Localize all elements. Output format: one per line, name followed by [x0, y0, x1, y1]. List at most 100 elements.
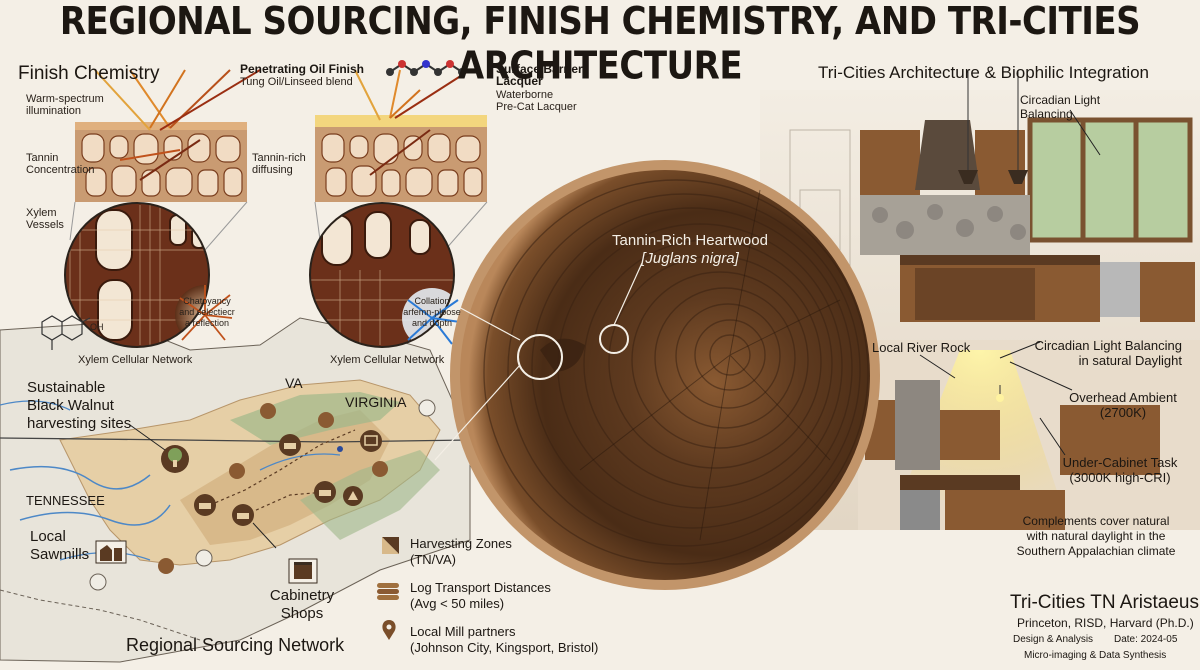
- warm-light-label-line1: Warm-spectrum: [26, 93, 104, 105]
- tannin-diffusing-line2: diffusing: [252, 164, 293, 176]
- warm-light-label-line2: illumination: [26, 105, 82, 117]
- heartwood-label-line2: [Juglans nigra]: [641, 250, 739, 267]
- ambient-line2: (2700K): [1099, 405, 1147, 420]
- legend-mills-line1: Local Mill partners: [410, 624, 516, 639]
- sawmills-label: Local Sawmills: [30, 528, 89, 564]
- cabinetry-line2: Shops: [280, 605, 324, 622]
- daylight-line2: in satural Daylight: [1078, 353, 1182, 368]
- collation-line3: and doptn: [411, 318, 453, 328]
- collation-line2: arfemn-ploose: [403, 307, 461, 317]
- map-pin-icon: [318, 412, 334, 428]
- complements-line2: with natural daylight in the: [1026, 529, 1166, 543]
- collation-line1: Collation: [414, 296, 450, 306]
- cabinetry-label: Cabinetry Shops: [262, 587, 342, 623]
- chatoyancy-label: Chatoyancy and selectiecr a reflection: [172, 296, 242, 329]
- map-pin-icon: [418, 399, 436, 417]
- legend-item-transport: Log Transport Distances (Avg < 50 miles): [410, 580, 598, 612]
- harvest-site-icon: [161, 445, 189, 473]
- circadian-line2: Balancing: [1020, 107, 1073, 121]
- cabinetry-line1: Cabinetry: [269, 587, 335, 604]
- map-footer: Regional Sourcing Network: [126, 635, 345, 655]
- daylight-label: Circadian Light Balancing in satural Day…: [1000, 338, 1182, 368]
- task-line2: (3000K high-CRI): [1069, 470, 1171, 485]
- legend-mills-line2: (Johnson City, Kingsport, Bristol): [410, 640, 599, 655]
- task-label: Under-Cabinet Task (3000K high-CRI): [1050, 455, 1190, 485]
- complements-line1: Complements cover natural: [1022, 514, 1170, 528]
- harvest-sites-line2: Black Walnut: [27, 397, 114, 414]
- finish-heading: Finish Chemistry: [18, 63, 160, 84]
- legend-transport-line1: Log Transport Distances: [410, 580, 551, 595]
- legend-item-mills: Local Mill partners (Johnson City, Kings…: [410, 624, 598, 656]
- complements-line3: Southern Appalachian climate: [1016, 544, 1176, 558]
- lacquer-cross-section: [315, 115, 487, 202]
- walnut-cross-section: [434, 160, 880, 590]
- lacquer-title-line2: Lacquer: [496, 74, 543, 88]
- harvest-sites-line1: Sustainable: [27, 379, 106, 396]
- credits-name: Tri-Cities TN Aristaeus: [1010, 592, 1199, 613]
- river-rock-label: Local River Rock: [872, 340, 971, 355]
- legend-item-harvest: Harvesting Zones (TN/VA): [410, 536, 598, 568]
- map-pin-icon: [229, 463, 245, 479]
- cabinet-shop-icon: [360, 430, 382, 452]
- legend-harvest-line2: (TN/VA): [410, 552, 456, 567]
- harvest-sites-label: Sustainable Black Walnut harvesting site…: [27, 379, 131, 433]
- lacquer-subtitle-line2: Pre-Cat Lacquer: [496, 101, 577, 113]
- lacquer-subtitle-line1: Waterborne: [496, 89, 554, 101]
- map-pin-icon: [158, 558, 174, 574]
- oil-finish-cross-section: [75, 122, 247, 202]
- map-label-virginia: VIRGINIA: [345, 394, 407, 410]
- credits-schools: Princeton, RISD, Harvard (Ph.D.): [1017, 616, 1194, 630]
- chatoyancy-line1: Chatoyancy: [183, 296, 231, 306]
- mill-partner-icon: [343, 486, 363, 506]
- page-title: REGIONAL SOURCING, FINISH CHEMISTRY, AND…: [59, 0, 1141, 89]
- credits-role: Design & Analysis: [1013, 634, 1094, 645]
- ambient-line1: Overhead Ambient: [1069, 390, 1177, 405]
- tannin-concentration-line2: Concentration: [26, 164, 95, 176]
- light-scatter-arrows: [407, 299, 461, 345]
- harvest-zone-swatch: [382, 537, 399, 554]
- xylem-network-left: Xylem Cellular Network: [78, 354, 193, 366]
- legend-harvest-line1: Harvesting Zones: [410, 536, 512, 551]
- log-icon: [377, 583, 399, 600]
- kitchen-callouts: [919, 109, 1101, 456]
- circadian-label: Circadian Light Balancing: [1020, 93, 1100, 121]
- map-pin-icon: [195, 549, 213, 567]
- map-label-tennessee: TENNESSEE: [26, 493, 105, 508]
- map-pin-icon: [372, 461, 388, 477]
- sawmill-icon: [194, 494, 216, 516]
- light-ray-arrows: [94, 69, 471, 181]
- map-pin-icon: [260, 403, 276, 419]
- log-transport-icon: [337, 446, 343, 452]
- sawmills-line2: Sawmills: [30, 546, 90, 563]
- map-pin-icon: [89, 573, 107, 591]
- lacquer-title-line1: Surface Barrier: [496, 62, 583, 76]
- regional-map: [0, 317, 471, 663]
- circadian-line1: Circadian Light: [1020, 93, 1101, 107]
- tannin-molecule-icon: [41, 315, 91, 350]
- oil-finish-subtitle: Tung Oil/Linseed blend: [240, 76, 353, 88]
- sawmill-icon: [279, 434, 301, 456]
- complements-label: Complements cover natural with natural d…: [1002, 514, 1190, 559]
- sawmill-icon: [314, 481, 336, 503]
- legend-transport-line2: (Avg < 50 miles): [410, 596, 505, 611]
- xylem-vessels-line2: Vessels: [26, 219, 64, 231]
- sawmill-building-icon: [95, 540, 127, 564]
- task-line1: Under-Cabinet Task: [1062, 455, 1178, 470]
- legend: Harvesting Zones (TN/VA) Log Transport D…: [410, 536, 598, 656]
- xylem-vessels-line1: Xylem: [26, 207, 57, 219]
- oil-finish-title: Penetrating Oil Finish: [240, 62, 365, 76]
- credits-date: Date: 2024-05: [1114, 634, 1178, 645]
- daylight-line1: Circadian Light Balancing: [1034, 338, 1182, 353]
- chatoyancy-line2: and selectiecr: [179, 307, 235, 317]
- credits-method: Micro-imaging & Data Synthesis: [1024, 650, 1167, 661]
- sawmills-line1: Local: [30, 528, 66, 545]
- cabinetry-shop-icon: [288, 558, 318, 584]
- harvest-sites-line3: harvesting sites: [27, 415, 132, 432]
- xylem-network-right: Xylem Cellular Network: [330, 354, 445, 366]
- heartwood-label-line1: Tannin-Rich Heartwood: [612, 232, 768, 249]
- collation-label: Collation arfemn-ploose and doptn: [397, 296, 467, 329]
- chatoyancy-line3: a reflection: [184, 318, 230, 328]
- sawmill-icon: [232, 504, 254, 526]
